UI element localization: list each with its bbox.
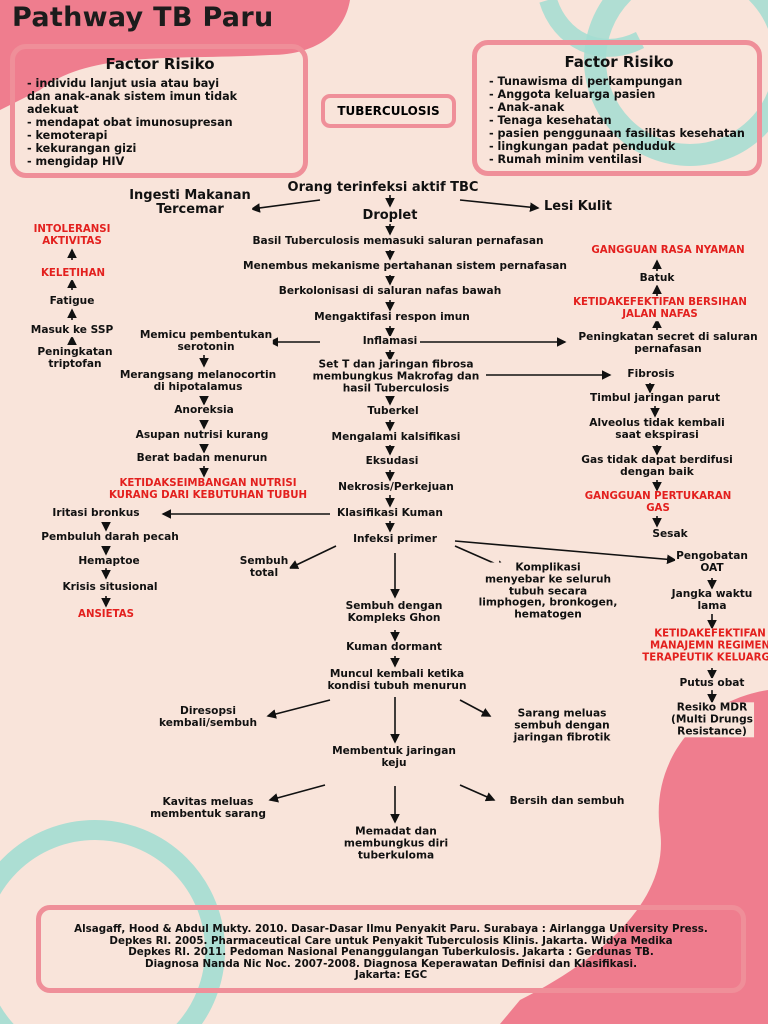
node-gas-difusi: Gas tidak dapat berdifusi dengan baik xyxy=(580,454,734,479)
mint-ring-top-right xyxy=(584,0,768,166)
pink-blob-top-left xyxy=(0,0,350,110)
risk-factors-right-box: Factor Risiko - Tunawisma di perkampunga… xyxy=(472,40,762,176)
node-berkolonisasi: Berkolonisasi di saluran nafas bawah xyxy=(277,285,503,298)
list-item: - individu lanjut usia atau bayi xyxy=(27,77,220,90)
reference-line: Jakarta: EGC xyxy=(354,969,428,981)
references-box: Alsagaff, Hood & Abdul Mukty. 2010. Dasa… xyxy=(36,905,746,993)
node-berat-badan: Berat badan menurun xyxy=(135,452,269,465)
node-jangka-waktu: Jangka waktu lama xyxy=(670,588,754,613)
node-ingesti-makanan: Ingesti Makanan Tercemar xyxy=(128,188,252,217)
diagnosis-regimen-terapeutik: KETIDAKEFEKTIFAN MANAJEMN REGIMEN TERAPE… xyxy=(641,628,768,664)
list-item: - Rumah minim ventilasi xyxy=(489,153,642,166)
node-krisis-situsional: Krisis situsional xyxy=(61,581,159,594)
node-peningkatan-secret: Peningkatan secret di saluran pernafasan xyxy=(577,331,759,356)
page-title: Pathway TB Paru xyxy=(12,2,274,33)
risk-factors-right-list: - Tunawisma di perkampungan - Anggota ke… xyxy=(489,75,749,166)
node-pengobatan-oat: Pengobatan OAT xyxy=(675,550,749,575)
node-kuman-dormant: Kuman dormant xyxy=(345,641,443,654)
list-item: adekuat xyxy=(27,103,79,116)
risk-factors-left-list: - individu lanjut usia atau bayi dan ana… xyxy=(27,77,293,168)
list-item: - mengidap HIV xyxy=(27,155,125,168)
node-droplet: Droplet xyxy=(361,208,419,223)
node-tuberkel: Tuberkel xyxy=(366,405,420,418)
risk-factors-left-heading: Factor Risiko xyxy=(105,55,215,73)
node-resiko-mdr: Resiko MDR (Multi Drungs Resistance) xyxy=(670,701,754,738)
list-item: - pasien penggunaan fasilitas kesehatan xyxy=(489,127,745,140)
list-item: - lingkungan padat penduduk xyxy=(489,140,676,153)
diagnosis-nutrisi: KETIDAKSEIMBANGAN NUTRISI KURANG DARI KE… xyxy=(107,478,309,502)
node-nekrosis: Nekrosis/Perkejuan xyxy=(337,481,455,494)
node-kalsifikasi: Mengalami kalsifikasi xyxy=(330,431,462,444)
diagnosis-keletihan: KELETIHAN xyxy=(40,268,106,280)
node-masuk-ssp: Masuk ke SSP xyxy=(29,324,115,337)
node-jaringan-parut: Timbul jaringan parut xyxy=(588,392,722,405)
node-sembuh-total: Sembuh total xyxy=(238,555,290,580)
node-orang-terinfeksi: Orang terinfeksi aktif TBC xyxy=(286,180,480,195)
node-fibrosis: Fibrosis xyxy=(626,368,676,381)
node-fatigue: Fatigue xyxy=(48,295,96,308)
node-set-t: Set T dan jaringan fibrosa membungkus Ma… xyxy=(311,358,481,395)
reference-line: Depkes RI. 2011. Pedoman Nasional Penang… xyxy=(128,946,654,958)
diagnosis-pertukaran-gas: GANGGUAN PERTUKARAN GAS xyxy=(583,491,733,515)
node-melanocortin: Merangsang melanocortin di hipotalamus xyxy=(118,369,278,394)
node-basil: Basil Tuberculosis memasuki saluran pern… xyxy=(251,235,545,248)
diagnosis-ansietas: ANSIETAS xyxy=(77,609,135,621)
node-putus-obat: Putus obat xyxy=(678,677,746,690)
node-alveolus: Alveolus tidak kembali saat ekspirasi xyxy=(588,417,726,442)
node-sarang-meluas: Sarang meluas sembuh dengan jaringan fib… xyxy=(512,707,612,744)
node-sembuh-ghon: Sembuh dengan Kompleks Ghon xyxy=(344,600,444,625)
node-inflamasi: Inflamasi xyxy=(361,335,419,348)
diagnosis-bersihan-jalan-nafas: KETIDAKEFEKTIFAN BERSIHAN JALAN NAFAS xyxy=(572,297,748,321)
tuberculosis-label: TUBERCULOSIS xyxy=(321,94,456,128)
node-iritasi-bronkus: Iritasi bronkus xyxy=(51,507,141,520)
node-diresopsi: Diresopsi kembali/sembuh xyxy=(157,705,259,730)
node-sesak: Sesak xyxy=(651,528,689,541)
node-lesi-kulit: Lesi Kulit xyxy=(542,199,614,214)
risk-factors-left-box: Factor Risiko - individu lanjut usia ata… xyxy=(10,44,308,178)
node-mengaktifasi: Mengaktifasi respon imun xyxy=(313,311,471,324)
diagnosis-rasa-nyaman: GANGGUAN RASA NYAMAN xyxy=(590,245,746,257)
list-item: - Anggota keluarga pasien xyxy=(489,88,656,101)
risk-factors-right-heading: Factor Risiko xyxy=(564,53,674,71)
node-bersih-sembuh: Bersih dan sembuh xyxy=(508,795,626,808)
node-muncul-kembali: Muncul kembali ketika kondisi tubuh menu… xyxy=(326,668,468,693)
node-kavitas: Kavitas meluas membentuk sarang xyxy=(149,796,267,821)
node-klasifikasi-kuman: Klasifikasi Kuman xyxy=(336,507,444,520)
node-membentuk-keju: Membentuk jaringan keju xyxy=(331,745,457,770)
node-batuk: Batuk xyxy=(638,272,676,285)
list-item: - Tunawisma di perkampungan xyxy=(489,75,683,88)
pink-blob-bottom-right xyxy=(500,690,768,1024)
node-pembuluh-darah: Pembuluh darah pecah xyxy=(40,531,180,544)
node-infeksi-primer: Infeksi primer xyxy=(352,533,438,546)
list-item: - Tenaga kesehatan xyxy=(489,114,612,127)
node-komplikasi: Komplikasi menyebar ke seluruh tubuh sec… xyxy=(477,561,619,622)
node-hemaptoe: Hemaptoe xyxy=(77,555,141,568)
node-menembus: Menembus mekanisme pertahanan sistem per… xyxy=(242,260,568,273)
node-anoreksia: Anoreksia xyxy=(173,404,235,417)
node-memadat: Memadat dan membungkus diri tuberkuloma xyxy=(342,825,450,862)
reference-line: Depkes RI. 2005. Pharmaceutical Care unt… xyxy=(109,934,673,947)
list-item: - kekurangan gizi xyxy=(27,142,137,155)
node-memicu-serotonin: Memicu pembentukan serotonin xyxy=(138,329,274,354)
reference-line: Diagnosa Nanda Nic Noc. 2007-2008. Diagn… xyxy=(145,957,637,970)
list-item: - Anak-anak xyxy=(489,101,565,114)
node-peningkatan-triptofan: Peningkatan triptofan xyxy=(36,346,114,371)
diagnosis-intoleransi-aktivitas: INTOLERANSI AKTIVITAS xyxy=(32,224,112,248)
reference-line: Alsagaff, Hood & Abdul Mukty. 2010. Dasa… xyxy=(74,923,708,935)
mint-ring-bottom-left xyxy=(0,820,225,1024)
list-item: dan anak-anak sistem imun tidak xyxy=(27,90,238,103)
node-asupan-nutrisi: Asupan nutrisi kurang xyxy=(134,429,270,442)
list-item: - mendapat obat imunosupresan xyxy=(27,116,233,129)
node-eksudasi: Eksudasi xyxy=(364,455,420,468)
list-item: - kemoterapi xyxy=(27,129,108,142)
